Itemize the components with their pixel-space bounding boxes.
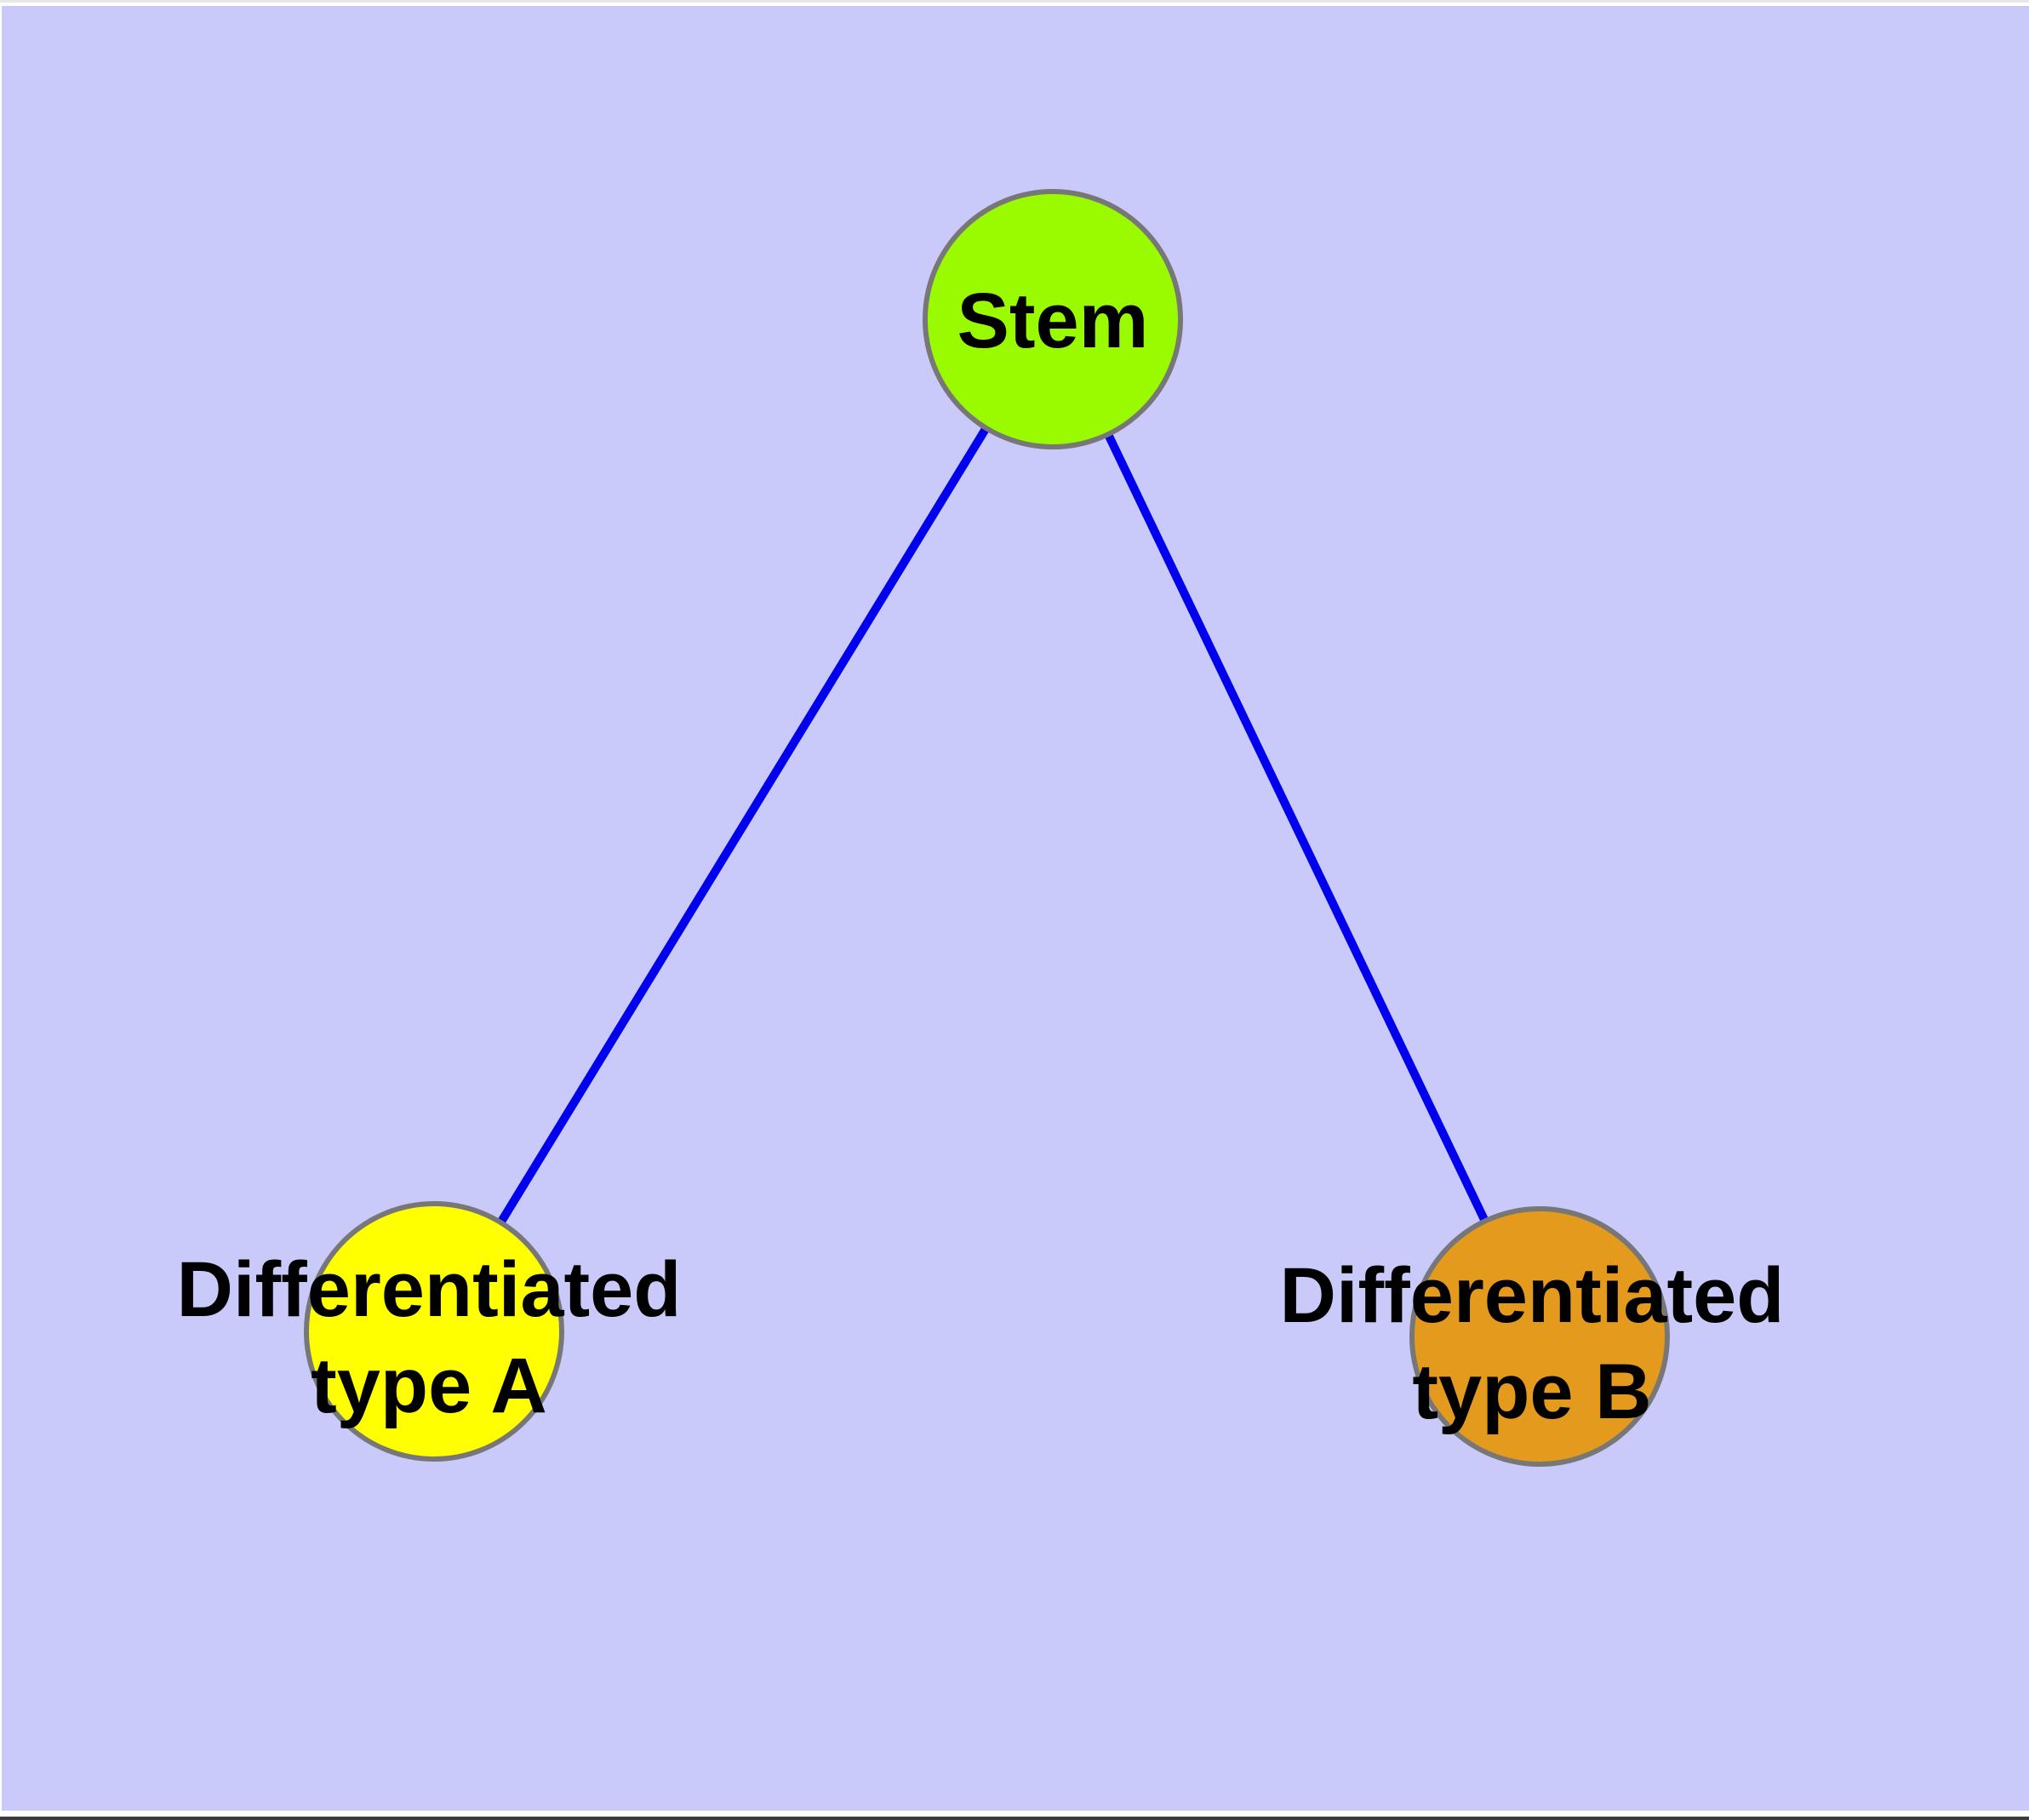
node-differentiated-type-a[interactable] — [304, 1201, 564, 1462]
node-stem[interactable] — [923, 189, 1183, 449]
edge-stem-to-type-b[interactable] — [1102, 428, 1491, 1228]
node-type-a-label-line2: type A — [311, 1342, 547, 1429]
node-type-a-label-line1: Differentiated — [177, 1246, 682, 1333]
window-frame-left — [0, 6, 2, 1811]
window-frame-bottom — [0, 1811, 2029, 1817]
window-frame-top — [0, 3, 2029, 6]
node-type-b-label-line1: Differentiated — [1280, 1252, 1785, 1339]
node-type-b-label-line2: type B — [1412, 1348, 1651, 1435]
edge-stem-to-type-a[interactable] — [494, 422, 992, 1228]
window-frame-bottom-edge — [0, 1817, 2029, 1820]
window-frame-top-edge — [0, 0, 2029, 3]
node-differentiated-type-b[interactable] — [1409, 1206, 1670, 1467]
node-stem-label: Stem — [957, 278, 1149, 364]
